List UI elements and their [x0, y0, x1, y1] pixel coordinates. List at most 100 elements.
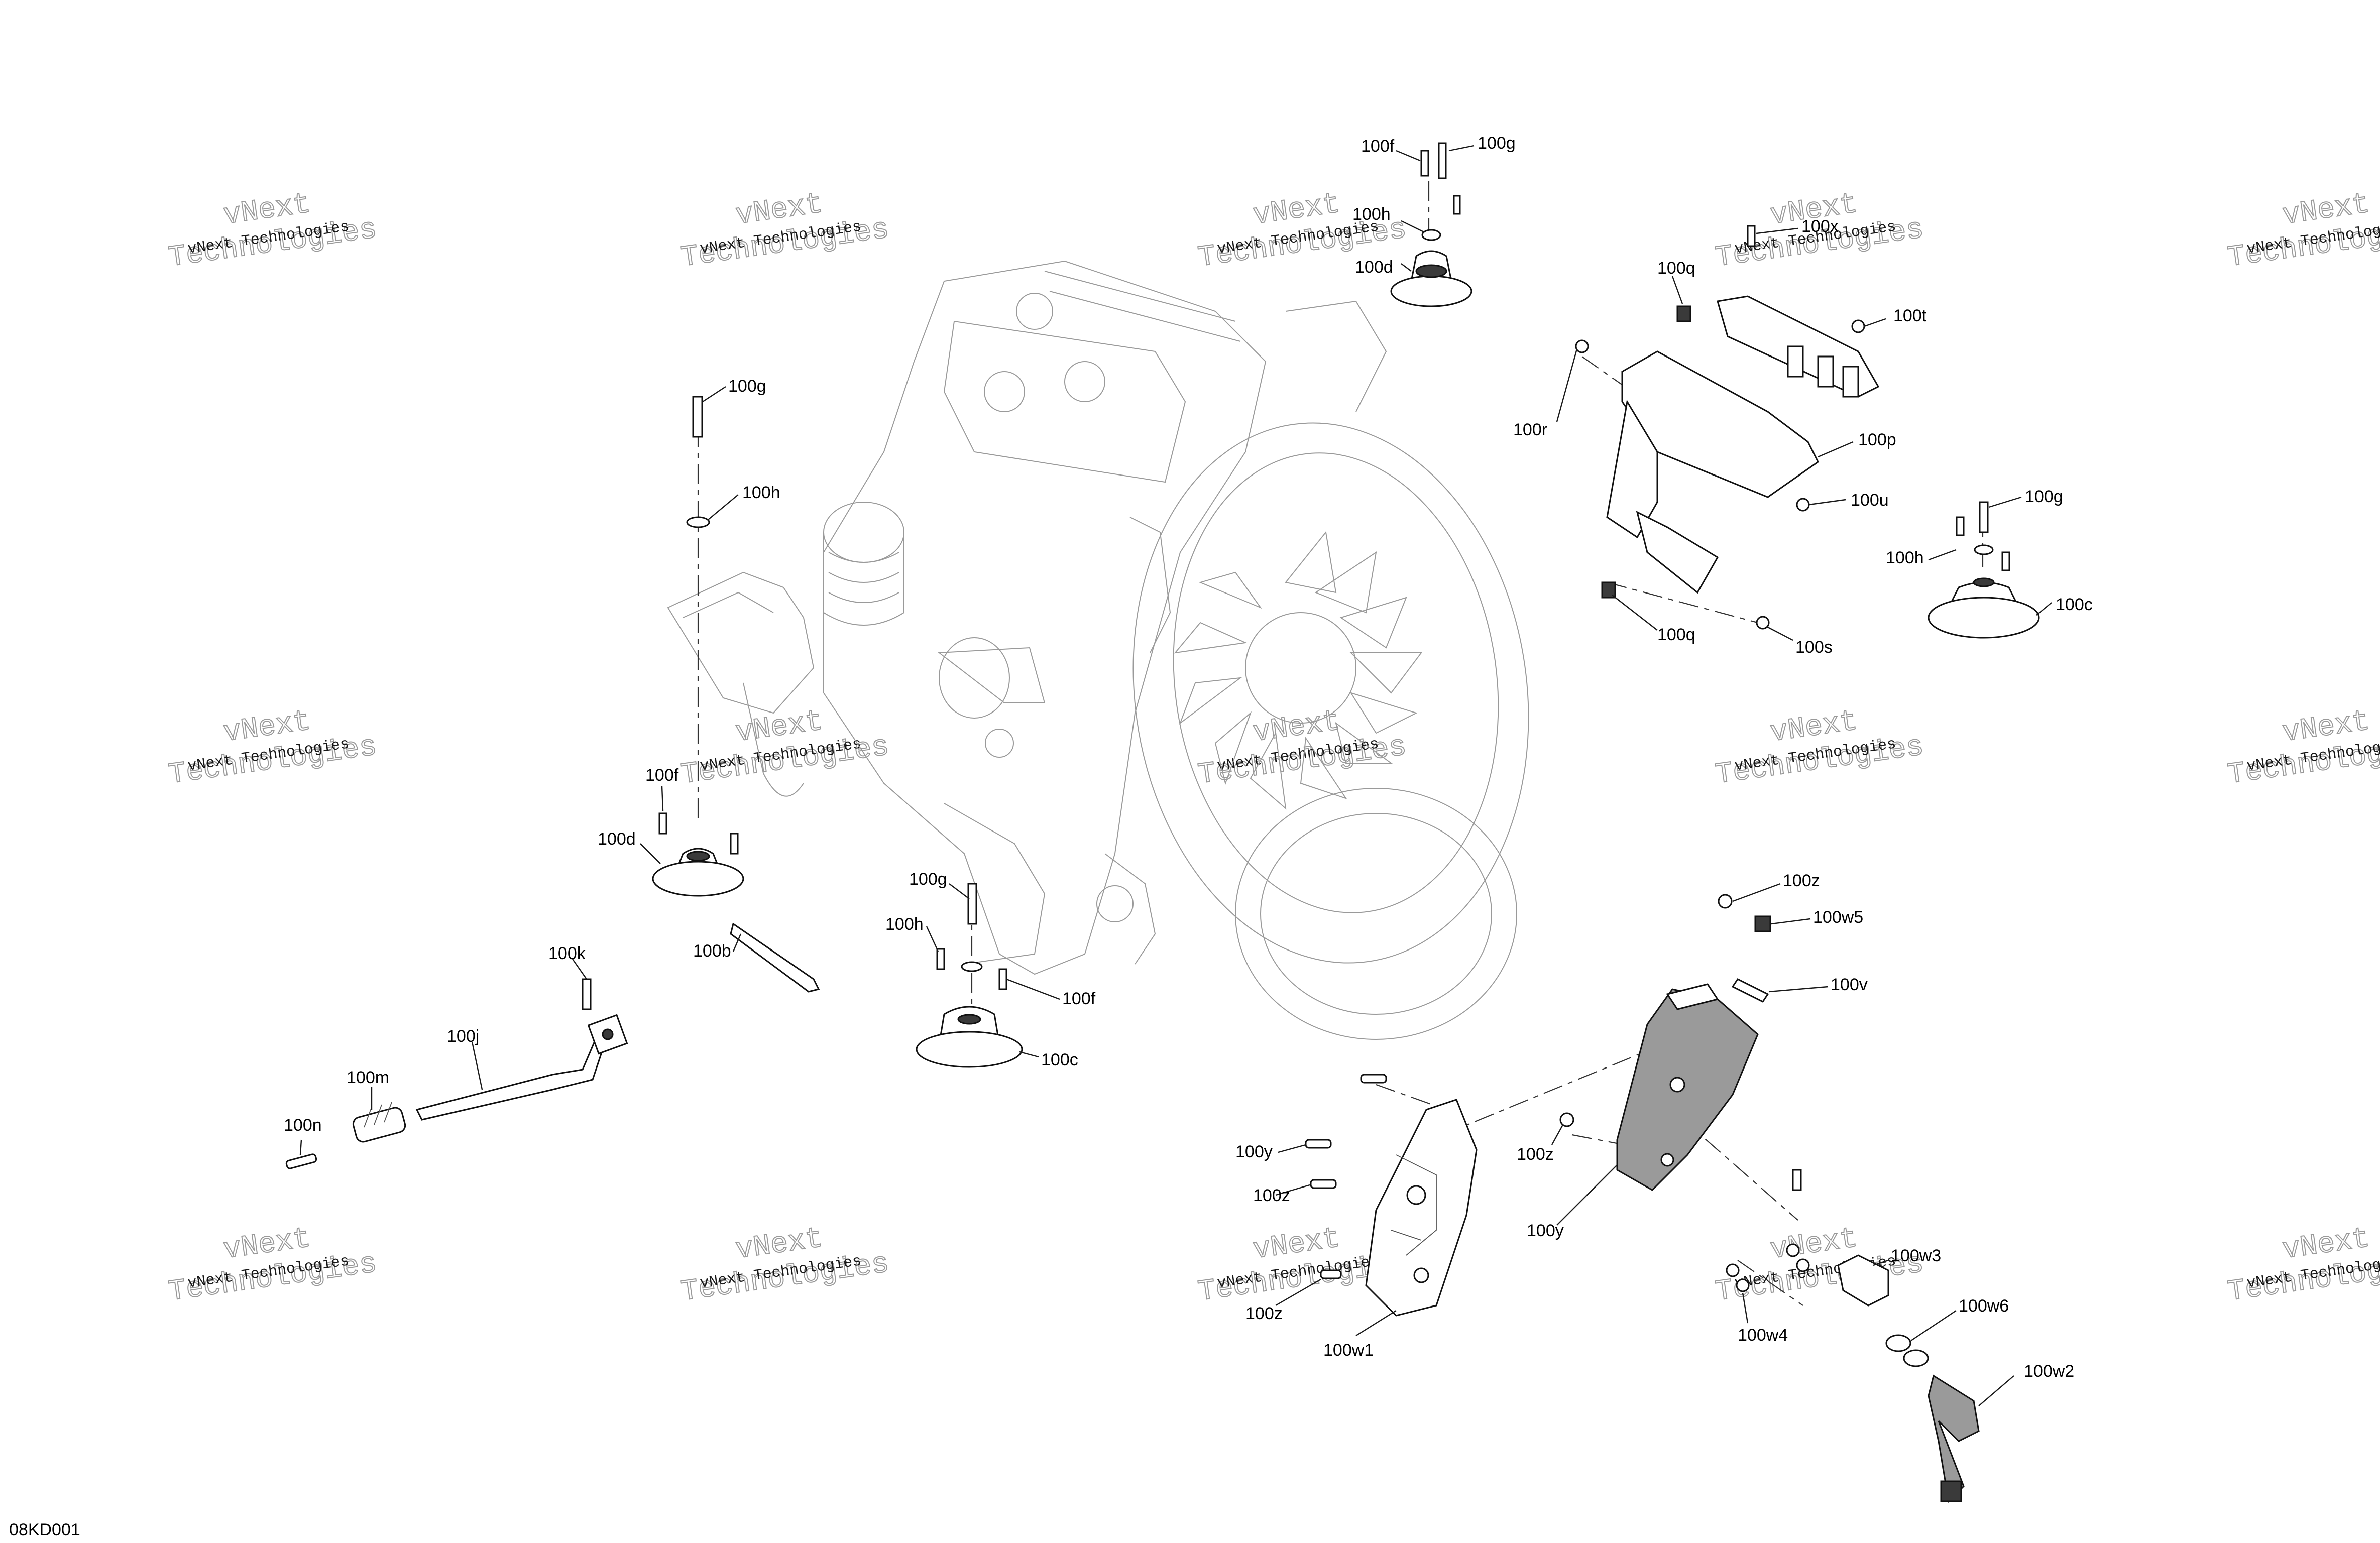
parts	[285, 142, 2040, 1503]
callout-100v: 100v	[1831, 975, 1868, 994]
callout-100f: 100f	[1361, 137, 1395, 156]
callout-100g: 100g	[2025, 487, 2063, 506]
callout-100g: 100g	[728, 377, 766, 396]
callout-100h: 100h	[885, 915, 924, 934]
callout-100j: 100j	[447, 1027, 479, 1046]
screw-icon	[1305, 1139, 1332, 1149]
ecm-bracket-assembly	[1575, 225, 1880, 630]
callout-labels: 100f 100g 100h 100d 100x 100q 100t 100r …	[284, 134, 2093, 1381]
watermark: Technologies vNext vNext Technologies	[166, 705, 380, 793]
screw-icon	[1796, 498, 1810, 512]
watermark: Technologies vNext vNext Technologies	[678, 705, 892, 793]
watermark: Technologies vNext vNext Technologies	[166, 188, 380, 276]
callout-100q: 100q	[1657, 259, 1695, 278]
washer-icon	[686, 516, 710, 528]
fuel-rail	[1044, 271, 1236, 322]
watermark: Technologies vNext vNext Technologies	[166, 1222, 380, 1310]
bolt-icon	[582, 978, 592, 1010]
screw-icon	[1575, 339, 1589, 353]
screw-icon	[1718, 894, 1733, 909]
callout-100s: 100s	[1795, 638, 1833, 657]
bolt-icon	[1979, 501, 1989, 533]
screw-icon	[1559, 1112, 1574, 1127]
isolator-mount-top	[1390, 142, 1472, 307]
bolt-icon	[967, 883, 977, 925]
bolt-icon	[1747, 225, 1756, 247]
screw-icon	[1792, 1169, 1802, 1191]
starter-motor	[939, 637, 1010, 719]
screw-icon	[1786, 1243, 1800, 1257]
screw-icon	[1736, 1278, 1750, 1292]
callout-100f: 100f	[645, 766, 679, 785]
washer-icon	[961, 961, 983, 972]
callout-100d: 100d	[598, 829, 636, 849]
clutch-housing-inner	[1260, 813, 1492, 1015]
watermark-group: Technologies vNext vNext Technologies Te…	[166, 188, 2380, 1310]
clutch-housing-outline	[1235, 788, 1517, 1040]
callout-100w2: 100w2	[2024, 1362, 2074, 1381]
callout-100h: 100h	[742, 483, 780, 502]
callout-100c: 100c	[1041, 1050, 1078, 1070]
callout-100w3: 100w3	[1891, 1246, 1941, 1265]
callout-100d: 100d	[1355, 258, 1393, 277]
callout-100b: 100b	[693, 941, 731, 961]
bolt-icon	[1420, 150, 1429, 177]
screw-icon	[1310, 1179, 1337, 1189]
cylinder-head	[943, 320, 1186, 483]
fan-blades	[1174, 531, 1422, 810]
heat-shield-strap	[730, 922, 820, 993]
callout-100q: 100q	[1657, 625, 1695, 644]
isolator-mount-middle	[916, 883, 1023, 1068]
clip-nut-icon	[1601, 581, 1616, 599]
screw-icon	[285, 1153, 317, 1169]
clip-nut-icon	[1754, 915, 1771, 932]
watermark: Technologies vNext vNext Technologies	[2225, 1222, 2380, 1310]
bolt-icon	[2001, 551, 2010, 571]
engine-block-outline	[823, 260, 1267, 975]
screw-icon	[1320, 1269, 1342, 1279]
o-ring-icon	[1903, 1349, 1929, 1367]
gear-sensor-assembly	[1726, 1243, 1980, 1503]
bolt-icon	[692, 396, 703, 438]
callout-100n: 100n	[284, 1116, 322, 1135]
callout-100c: 100c	[2056, 595, 2093, 614]
isolator-mount-left	[652, 396, 744, 897]
bolt-icon	[998, 968, 1007, 990]
callout-100w4: 100w4	[1738, 1326, 1788, 1345]
diagram-code: 08KD001	[9, 1520, 80, 1539]
injector	[1064, 361, 1105, 402]
callout-100x: 100x	[1801, 217, 1839, 236]
callout-100h: 100h	[1352, 205, 1391, 224]
callout-100k: 100k	[548, 944, 586, 963]
callout-100w5: 100w5	[1813, 908, 1863, 927]
watermark: Technologies vNext vNext Technologies	[678, 1222, 892, 1310]
lower-bracket-assembly	[1305, 894, 1802, 1317]
callout-100y: 100y	[1235, 1142, 1273, 1161]
washer-icon	[1421, 229, 1441, 241]
callout-100p: 100p	[1858, 430, 1896, 449]
bolt-icon	[1453, 195, 1461, 215]
bolt-icon	[658, 812, 667, 835]
clip-icon	[1731, 978, 1769, 1003]
front-bracket	[667, 571, 815, 714]
screw-icon	[1360, 1074, 1387, 1084]
watermark: Technologies vNext vNext Technologies	[1713, 705, 1926, 793]
isolator-mount-right	[1928, 501, 2040, 639]
cvt-cover-outline	[1132, 422, 1529, 964]
callout-100r: 100r	[1513, 420, 1547, 439]
watermark: Technologies vNext vNext Technologies	[678, 188, 892, 276]
shift-rod-assembly	[285, 978, 628, 1169]
engine-assembly-illustration	[667, 260, 1529, 1040]
callout-100g: 100g	[1478, 134, 1516, 153]
callout-100z: 100z	[1517, 1145, 1554, 1164]
leader-lines	[299, 145, 2052, 1406]
callout-100m: 100m	[347, 1068, 389, 1087]
callout-100t: 100t	[1893, 306, 1927, 325]
watermark: Technologies vNext vNext Technologies	[2225, 705, 2380, 793]
grip-icon	[352, 1107, 406, 1143]
watermark: Technologies vNext vNext Technologies	[2225, 188, 2380, 276]
callout-100f: 100f	[1062, 989, 1096, 1008]
callout-100z: 100z	[1253, 1186, 1290, 1205]
o-ring-icon	[1885, 1334, 1911, 1352]
